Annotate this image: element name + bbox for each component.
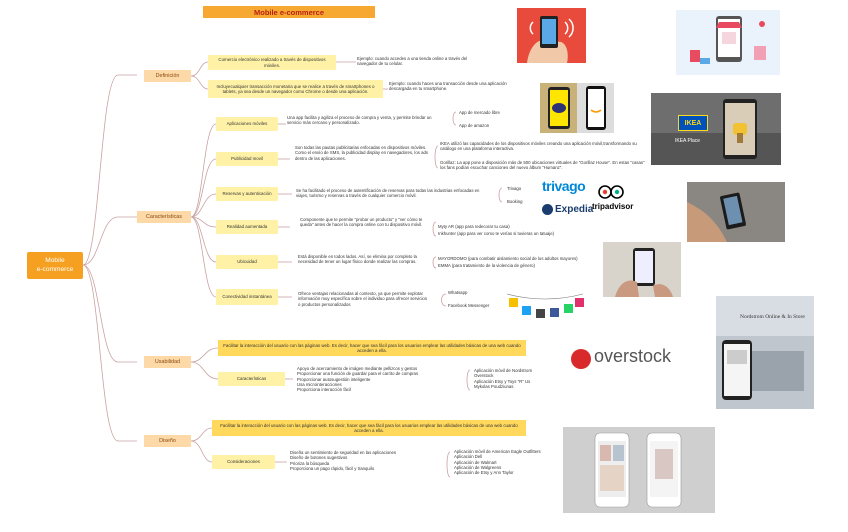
usabilidad-examples: Aplicación móvil de Nordstrom Overstock … [474,368,564,389]
conectividad-box: Conectividad instantánea [216,289,278,305]
category-definicion: Definición [144,70,191,82]
reservas-example-2: Booking [507,199,523,204]
apps-example-2: App de amazon [459,123,490,128]
phone-hands-photo [687,182,785,242]
overstock-logo: overstock [594,346,672,366]
typing-phone-photo [603,242,681,297]
list-item: Proporcionar autosugestión inteligente [297,376,371,382]
nordstrom-caption: Nordstrom Online & In Store [740,314,805,320]
realidad-example-2: Inkhunter (app para ver como te verías s… [438,231,555,236]
list-item: Diseña un sentimiento de seguridad en la… [290,450,397,455]
definicion-text-1: Ejemplo: cuando accedes a una tienda onl… [357,56,468,67]
apps-box: Aplicaciones móviles [216,117,278,131]
list-item: Aplicación de Walmart [454,459,497,465]
publicidad-box: Publicidad movil [216,152,278,166]
list-item: Aplicación Etsy y Toys "R" Us [474,378,531,384]
publicidad-example-1: IKEA utilizó las capacidades de los disp… [440,141,637,152]
usabilidad-box: Características [218,372,285,386]
category-diseno: Diseño [144,435,191,447]
diseno-examples: Aplicación móvil de American Eagle Outfi… [454,449,564,476]
definicion-box-1: Comercio electrónico realizado a través … [208,55,336,70]
mercado-libre-phone-photo [540,83,577,133]
list-item: Aplicación móvil de American Eagle Outfi… [454,449,541,454]
diseno-banner: Facilitar la interacción del usuario con… [212,420,526,436]
reservas-text: Se ha facilitado el proceso de autentifi… [296,188,480,199]
mobile-store-illustration [676,10,780,75]
diseno-box: Consideraciones [212,455,275,469]
social-icons-string [505,290,585,324]
expedia-logo: Expedia [555,204,594,215]
tripadvisor-logo: tripadvisor [592,202,634,211]
ubicuidad-example-1: MAYORDOMO (para combatir aislamiento soc… [438,256,578,261]
definicion-box-2: Incluyecualquier transacción monetaria q… [208,80,383,98]
conectividad-example-2: Facebook Messenger [448,303,490,308]
reservas-example-1: Trivago [507,186,522,191]
root-node: Mobile e-commerce [27,252,83,279]
list-item: Aplicación de Etsy y Ann Taylor [454,470,514,476]
ikea-place-photo: IKEA IKEA Place [651,93,781,165]
design-apps-phones-photo [563,427,715,513]
diseno-items: Diseña un sentimiento de seguridad en la… [290,450,440,471]
realidad-example-1: Myty AR (app para redecorar tu casa) [438,224,510,229]
realidad-text: Componente que te permite "probar un pro… [300,217,423,228]
conectividad-text: Ofrece ventajas relacionadas al contexto… [298,291,427,307]
expedia-icon [542,204,553,215]
ikea-logo: IKEA [678,115,708,131]
list-item: Proporciona interacción fácil [297,387,351,393]
list-item: Usa microinteracciones [297,382,342,388]
amazon-phone-photo [577,83,614,133]
definicion-text-2: Ejemplo: cuando haces una transacción de… [389,81,507,92]
realidad-box: Realidad aumentada [216,220,278,234]
apps-example-1: App de mercado libre [459,110,500,115]
list-item: Apoyo de acercamiento de imágen mediante… [297,366,418,371]
publicidad-example-2: Gorillaz: La app pone a disposición más … [440,160,645,171]
overstock-icon [571,349,591,369]
ubicuidad-example-2: EMMA (para tratamiento de la violencia d… [438,263,535,268]
list-item: Aplicación Dell [454,454,483,460]
list-item: Mykolas Poudziunas [474,384,514,390]
reservas-box: Reservas y autenticación [216,187,278,201]
ubicuidad-text: Está disponible en todos lados. Así, se … [298,254,417,265]
phone-hand-photo [517,8,586,63]
category-caracteristicas: Características [137,211,191,223]
list-item: Aplicación de Walgreens [454,465,502,471]
ikea-place-label: IKEA Place [675,138,701,144]
usabilidad-items: Apoyo de acercamiento de imágen mediante… [297,366,462,393]
apps-text: Una app facilita y agiliza el proceso de… [287,115,432,126]
nordstrom-store-photo: Nordstrom Online & In Store [716,296,814,409]
publicidad-text: Son todas las pautas publicitarias enfoc… [295,145,429,161]
category-usabilidad: Usabilidad [144,356,191,368]
list-item: Diseño de botones sugestivos [290,455,348,461]
list-item: Proporciona un pago rápido, fácil y tran… [290,466,375,472]
ubicuidad-box: Ubicuidad [216,255,278,269]
list-item: Overstock [474,373,494,379]
usabilidad-banner: Facilitar la interacción del usuario con… [218,340,526,356]
conectividad-example-1: Whatsapp [448,290,468,295]
tripadvisor-owl-icon [598,182,624,205]
list-item: Prioriza la búsqueda [290,460,330,466]
page-title: Mobile e-commerce [203,6,375,18]
list-item: Aplicación móvil de Nordstrom [474,368,533,373]
list-item: Proporcionar una función de guardar para… [297,371,419,377]
trivago-logo: trivago [542,178,586,194]
